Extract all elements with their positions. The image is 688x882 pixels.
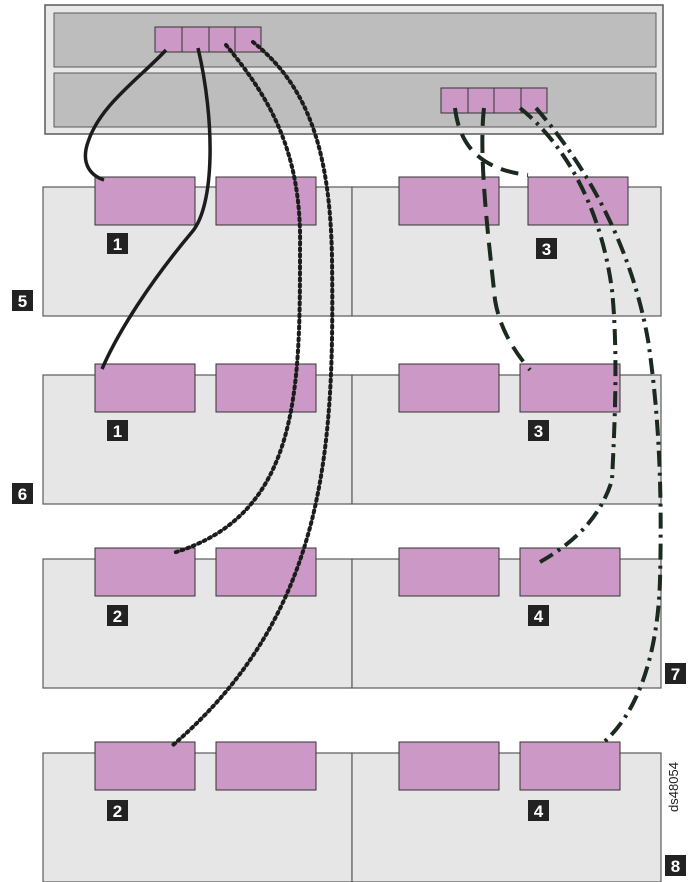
host-panel-top	[53, 12, 657, 68]
host-a-port-4[interactable]	[234, 26, 262, 53]
svg-text:6: 6	[18, 485, 27, 504]
svg-text:7: 7	[671, 665, 680, 684]
enclosure-8-port-3[interactable]	[398, 741, 500, 791]
enclosure-5-port-1[interactable]	[94, 176, 196, 226]
host-b-port-4[interactable]	[520, 87, 548, 114]
svg-text:1: 1	[113, 235, 122, 254]
host-a-port-2[interactable]	[181, 26, 210, 53]
host-panel-bottom	[53, 72, 657, 128]
enclosure-6-port-4[interactable]	[519, 363, 621, 413]
cables	[83, 40, 663, 747]
badge-row3-right: 4	[528, 605, 549, 626]
enclosure-unit-6	[42, 363, 662, 505]
enclosure-unit-8	[42, 741, 662, 882]
cable-dashed-port1	[453, 107, 529, 177]
unit-badge-6: 6	[12, 483, 33, 504]
enclosure-7-port-2[interactable]	[215, 547, 317, 597]
svg-text:2: 2	[113, 607, 122, 626]
badge-row1-left: 1	[107, 233, 128, 254]
enclosure-6-port-2[interactable]	[215, 363, 317, 413]
enclosure-5-port-3[interactable]	[398, 176, 500, 226]
cable-dotted-port4	[171, 40, 335, 747]
cable-solid-port1	[83, 48, 168, 182]
cable-dotted-port3	[171, 43, 303, 555]
enclosure-6-port-3[interactable]	[398, 363, 500, 413]
host-port-group-a	[154, 26, 262, 53]
enclosure-7-port-4[interactable]	[519, 547, 621, 597]
badge-row2-left: 1	[107, 420, 128, 441]
cable-dashdot-port3	[518, 106, 618, 564]
enclosure-8-port-2[interactable]	[215, 741, 317, 791]
svg-text:5: 5	[18, 292, 27, 311]
enclosure-7-port-3[interactable]	[398, 547, 500, 597]
host-a-port-1[interactable]	[154, 26, 183, 53]
badge-row4-left: 2	[107, 800, 128, 821]
enclosure-6-port-1[interactable]	[94, 363, 196, 413]
host-port-group-b	[440, 87, 548, 114]
unit-badge-8: 8	[665, 855, 686, 876]
cable-solid-port2	[100, 47, 212, 370]
svg-text:2: 2	[113, 802, 122, 821]
badge-row1-right: 3	[536, 238, 557, 259]
enclosure-7-port-1[interactable]	[94, 547, 196, 597]
enclosure-unit-7	[42, 547, 662, 689]
host-unit	[44, 4, 664, 135]
badge-row4-right: 4	[528, 800, 549, 821]
badge-row2-right: 3	[528, 420, 549, 441]
unit-badge-5: 5	[12, 290, 33, 311]
host-a-port-3[interactable]	[208, 26, 236, 53]
unit-badge-7: 7	[665, 663, 686, 684]
svg-text:4: 4	[534, 607, 544, 626]
cable-dashed-port2	[480, 107, 532, 372]
svg-text:3: 3	[534, 422, 543, 441]
svg-text:1: 1	[113, 422, 122, 441]
cable-dashdot-port4	[534, 106, 663, 744]
host-b-port-2[interactable]	[467, 87, 495, 114]
enclosure-5-port-4[interactable]	[527, 176, 629, 226]
enclosure-8-port-1[interactable]	[94, 741, 196, 791]
svg-text:8: 8	[671, 857, 680, 876]
svg-text:3: 3	[542, 240, 551, 259]
figure-id-label: ds48054	[666, 762, 681, 812]
enclosure-unit-5	[42, 176, 662, 317]
badge-row3-left: 2	[107, 605, 128, 626]
enclosure-8-port-4[interactable]	[519, 741, 621, 791]
svg-text:4: 4	[534, 802, 544, 821]
host-b-port-3[interactable]	[493, 87, 522, 114]
